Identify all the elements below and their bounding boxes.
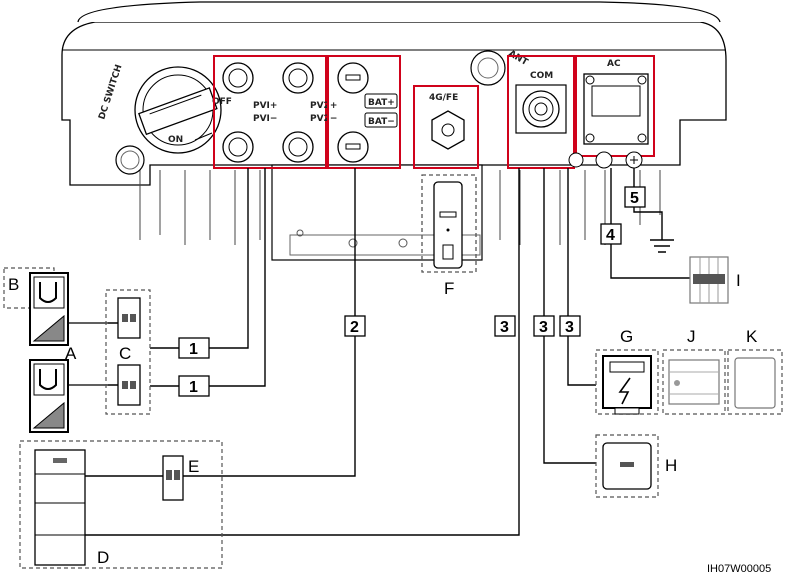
cable-5: 5 bbox=[630, 190, 639, 207]
ac-label: AC bbox=[607, 59, 621, 69]
battery-connectors: BAT+ BAT− bbox=[327, 55, 401, 169]
letter-j: J bbox=[687, 327, 696, 346]
smart-dongle-f: F bbox=[421, 174, 477, 298]
cable-2: 2 bbox=[350, 319, 359, 336]
meter-g: G bbox=[595, 327, 659, 415]
letter-e: E bbox=[188, 457, 199, 476]
pv2-plus-label: PV2+ bbox=[310, 101, 337, 111]
wires bbox=[85, 168, 690, 536]
antenna-label: 4G/FE bbox=[429, 93, 458, 103]
letter-d: D bbox=[97, 548, 109, 567]
figure-code: IH07W00005 bbox=[707, 563, 771, 575]
bat-highlight-box bbox=[327, 55, 401, 169]
cable-1a: 1 bbox=[189, 341, 198, 358]
vent-valve bbox=[115, 145, 145, 175]
pv1-plus-label: PVI+ bbox=[253, 101, 277, 111]
pv2-minus-label: PV2− bbox=[310, 114, 337, 124]
cable-4: 4 bbox=[606, 227, 615, 244]
ac-port: AC bbox=[568, 55, 655, 169]
cable-1b: 1 bbox=[189, 379, 198, 396]
on-label: ON bbox=[168, 135, 183, 145]
letter-g: G bbox=[620, 327, 633, 346]
pv-modules-a: A bbox=[29, 272, 108, 433]
letter-i: I bbox=[736, 271, 741, 290]
dc-switch-c: C bbox=[105, 289, 151, 415]
letter-c: C bbox=[119, 344, 131, 363]
bat-minus-label: BAT− bbox=[368, 117, 395, 127]
ac-highlight-box bbox=[575, 55, 655, 157]
cable-3c: 3 bbox=[565, 319, 574, 336]
pv-connectors: PVI+ PVI− PV2+ PV2− bbox=[213, 55, 337, 169]
pv1-minus-label: PVI− bbox=[253, 114, 277, 124]
battery-d: D bbox=[19, 440, 223, 569]
switch-e: E bbox=[162, 455, 199, 501]
cable-labels: 1 1 2 3 3 3 4 5 bbox=[178, 186, 646, 397]
cable-3b: 3 bbox=[539, 319, 548, 336]
meter-j: J bbox=[662, 327, 726, 415]
cable-3a: 3 bbox=[500, 319, 509, 336]
off-label: OFF bbox=[212, 97, 232, 107]
ant-port bbox=[470, 50, 506, 86]
bat-plus-label: BAT+ bbox=[368, 98, 395, 108]
com-port: COM bbox=[507, 55, 575, 169]
letter-a: A bbox=[65, 344, 77, 363]
dongle-h: H bbox=[595, 434, 677, 498]
device-k: K bbox=[727, 327, 783, 415]
letter-b: B bbox=[8, 275, 19, 294]
letter-f: F bbox=[444, 279, 454, 298]
antenna-highlight-box bbox=[413, 85, 479, 169]
com-label: COM bbox=[530, 71, 553, 81]
pv-highlight-box bbox=[213, 55, 327, 169]
com-highlight-box bbox=[507, 55, 575, 169]
breaker-i: I bbox=[689, 256, 741, 304]
letter-k: K bbox=[746, 327, 758, 346]
letter-h: H bbox=[665, 456, 677, 475]
